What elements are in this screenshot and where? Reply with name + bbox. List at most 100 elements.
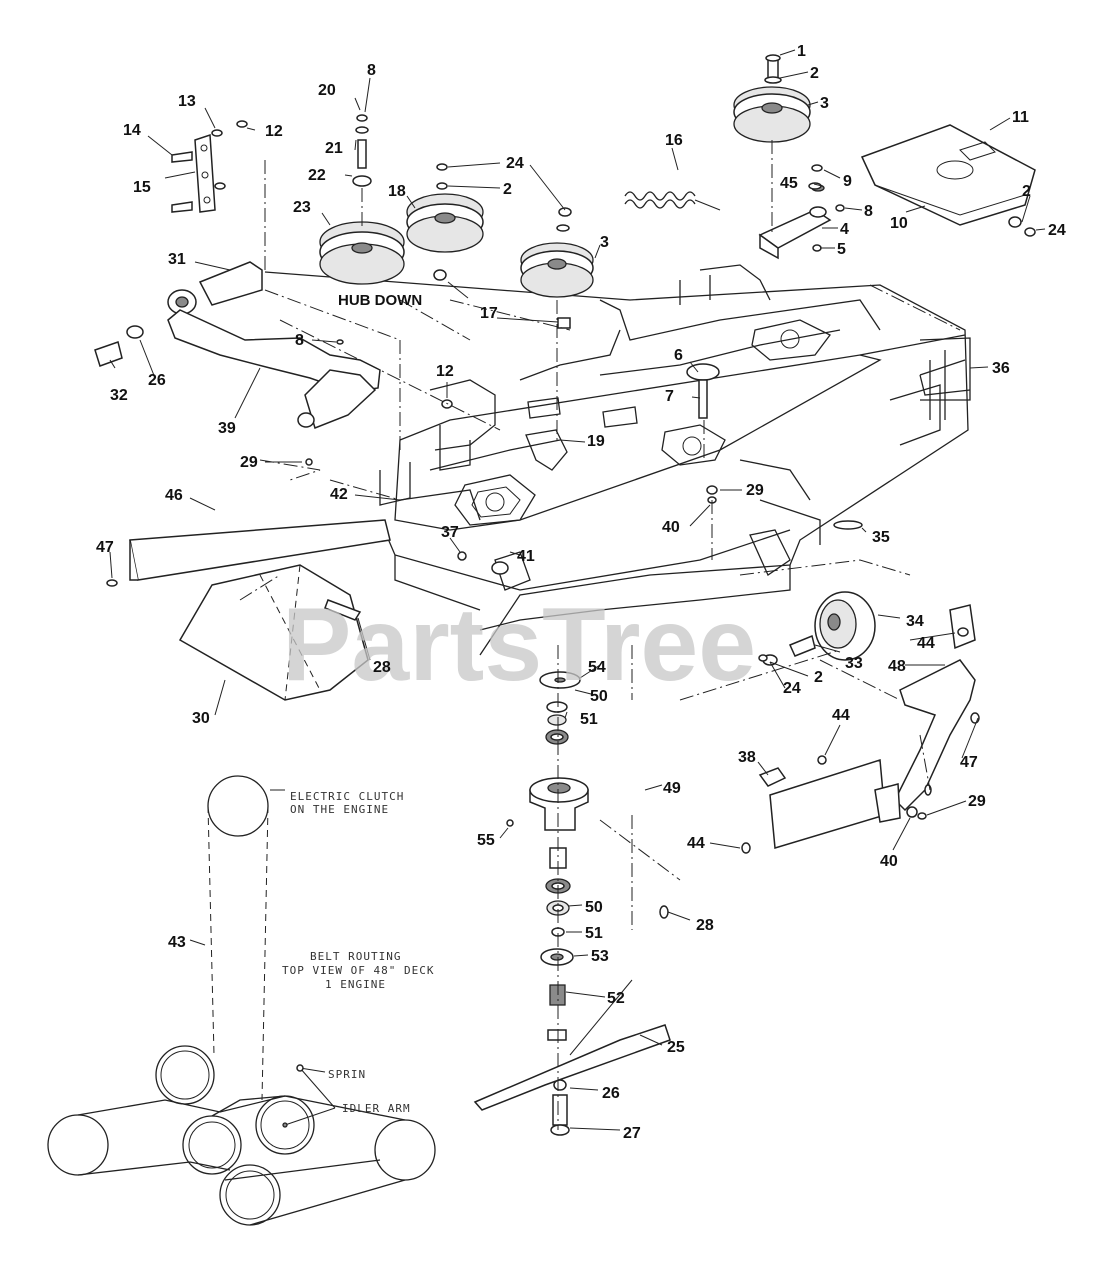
callout-51[interactable]: 51 — [580, 711, 598, 728]
callout-42[interactable]: 42 — [330, 486, 348, 503]
callout-34[interactable]: 34 — [906, 613, 924, 630]
callout-24[interactable]: 24 — [1048, 222, 1066, 239]
callout-3[interactable]: 3 — [600, 234, 609, 251]
callout-9[interactable]: 9 — [843, 173, 852, 190]
callout-44[interactable]: 44 — [832, 707, 850, 724]
callout-4[interactable]: 4 — [840, 221, 849, 238]
callout-31[interactable]: 31 — [168, 251, 186, 268]
washer-9 — [811, 164, 823, 172]
nut-37 — [457, 551, 467, 561]
callout-8[interactable]: 8 — [295, 332, 304, 349]
callout-54[interactable]: 54 — [588, 659, 606, 676]
callout-18[interactable]: 18 — [388, 183, 406, 200]
callout-44[interactable]: 44 — [917, 635, 935, 652]
callout-52[interactable]: 52 — [607, 990, 625, 1007]
callout-27[interactable]: 27 — [623, 1125, 641, 1142]
callout-53[interactable]: 53 — [591, 948, 609, 965]
lift-arm-assembly — [94, 261, 381, 429]
callout-33[interactable]: 33 — [845, 655, 863, 672]
callout-16[interactable]: 16 — [665, 132, 683, 149]
callout-45[interactable]: 45 — [780, 175, 798, 192]
belt-clutch-note-line1: ELECTRIC CLUTCH — [290, 790, 404, 803]
callout-46[interactable]: 46 — [165, 487, 183, 504]
nut-17 — [433, 269, 447, 281]
callout-1[interactable]: 1 — [797, 43, 806, 60]
callout-8[interactable]: 8 — [864, 203, 873, 220]
callout-6[interactable]: 6 — [674, 347, 683, 364]
callout-25[interactable]: 25 — [667, 1039, 685, 1056]
callout-22[interactable]: 22 — [308, 167, 326, 184]
belt-routing-note-line1: BELT ROUTING — [310, 950, 401, 963]
spring-label: SPRIN — [328, 1068, 366, 1081]
callout-36[interactable]: 36 — [992, 360, 1010, 377]
callout-48[interactable]: 48 — [888, 658, 906, 675]
mower-deck-housing — [264, 264, 971, 656]
callout-leaders — [109, 49, 1046, 1131]
callout-47[interactable]: 47 — [960, 754, 978, 771]
callout-2[interactable]: 2 — [503, 181, 512, 198]
belt-routing-note-line2: TOP VIEW OF 48" DECK — [282, 964, 434, 977]
callout-40[interactable]: 40 — [880, 853, 898, 870]
callout-7[interactable]: 7 — [665, 388, 674, 405]
bolt-35 — [833, 520, 863, 530]
callout-2[interactable]: 2 — [1022, 183, 1031, 200]
pulley-left-upper — [406, 193, 484, 253]
callout-17[interactable]: 17 — [480, 305, 498, 322]
callout-19[interactable]: 19 — [587, 433, 605, 450]
washer-2-right — [1008, 216, 1022, 228]
grease-fitting-55 — [506, 819, 514, 827]
callout-55[interactable]: 55 — [477, 832, 495, 849]
callout-8[interactable]: 8 — [367, 62, 376, 79]
callout-2[interactable]: 2 — [814, 669, 823, 686]
callout-13[interactable]: 13 — [178, 93, 196, 110]
callout-24[interactable]: 24 — [783, 680, 801, 697]
callout-30[interactable]: 30 — [192, 710, 210, 727]
callout-26[interactable]: 26 — [602, 1085, 620, 1102]
callout-28[interactable]: 28 — [373, 659, 391, 676]
callout-29[interactable]: 29 — [968, 793, 986, 810]
pulley-hub-down — [319, 221, 405, 285]
callout-23[interactable]: 23 — [293, 199, 311, 216]
bolt-28-lower — [659, 905, 669, 919]
callout-37[interactable]: 37 — [441, 524, 459, 541]
callout-49[interactable]: 49 — [663, 780, 681, 797]
callout-41[interactable]: 41 — [517, 548, 535, 565]
gauge-wheel — [762, 591, 876, 666]
callout-50[interactable]: 50 — [585, 899, 603, 916]
callout-51[interactable]: 51 — [585, 925, 603, 942]
callout-2[interactable]: 2 — [810, 65, 819, 82]
callout-24[interactable]: 24 — [506, 155, 524, 172]
callout-44[interactable]: 44 — [687, 835, 705, 852]
spacer-17 — [557, 317, 571, 329]
partstree-watermark: PartsTree — [282, 587, 756, 703]
idler-arm-label: IDLER ARM — [342, 1102, 411, 1115]
callout-50[interactable]: 50 — [590, 688, 608, 705]
callout-20[interactable]: 20 — [318, 82, 336, 99]
callout-11[interactable]: 11 — [1012, 109, 1029, 126]
mower-blade — [473, 979, 671, 1111]
callout-38[interactable]: 38 — [738, 749, 756, 766]
callout-5[interactable]: 5 — [837, 241, 846, 258]
callout-32[interactable]: 32 — [110, 387, 128, 404]
nut-24-lower — [758, 654, 768, 662]
callout-21[interactable]: 21 — [325, 140, 343, 157]
callout-15[interactable]: 15 — [133, 179, 151, 196]
callout-10[interactable]: 10 — [890, 215, 908, 232]
rear-deflector-plate — [758, 759, 901, 849]
callout-28[interactable]: 28 — [696, 917, 714, 934]
callout-14[interactable]: 14 — [123, 122, 141, 139]
bolt-5 — [812, 244, 822, 252]
callout-40[interactable]: 40 — [662, 519, 680, 536]
bolt-44-upper — [817, 755, 827, 765]
callout-43[interactable]: 43 — [168, 934, 186, 951]
callout-47[interactable]: 47 — [96, 539, 114, 556]
bolt-41 — [491, 561, 509, 575]
callout-3[interactable]: 3 — [820, 95, 829, 112]
callout-26[interactable]: 26 — [148, 372, 166, 389]
callout-12[interactable]: 12 — [436, 363, 454, 380]
callout-12[interactable]: 12 — [265, 123, 283, 140]
callout-29[interactable]: 29 — [240, 454, 258, 471]
callout-29[interactable]: 29 — [746, 482, 764, 499]
callout-39[interactable]: 39 — [218, 420, 236, 437]
callout-35[interactable]: 35 — [872, 529, 890, 546]
